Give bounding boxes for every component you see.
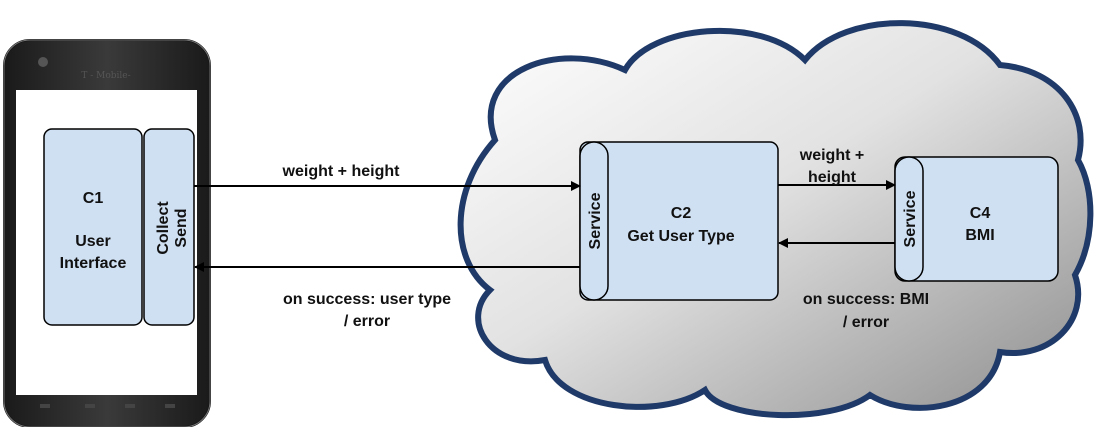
c2-service-tab [579,141,609,301]
home-button-icon [85,404,95,408]
c1-name-line2: Interface [60,255,127,272]
collect-label: Collect [155,201,172,255]
arrow-c2-to-c1-label-line1: on success: user type [283,291,451,308]
c2-name: Get User Type [627,228,734,245]
arrow-c4-to-c2-label-line1: on success: BMI [803,291,929,308]
c2-id: C2 [671,205,692,222]
search-button-icon [165,404,175,408]
arrow-c2-to-c4-label-line2: height [808,169,857,186]
arrow-c2-to-c4-label-line1: weight + [799,147,864,164]
camera-icon [38,57,48,67]
component-c2: Service C2 Get User Type [579,141,779,301]
collect-send-module: Collect Send [143,128,195,326]
menu-button-icon [125,404,135,408]
c2-service-label: Service [587,192,604,249]
arrow-c2-to-c1-label-line2: / error [344,313,390,330]
back-button-icon [40,404,50,408]
c4-service-label: Service [902,190,919,247]
arrow-c1-to-c2-label: weight + height [282,163,401,180]
c1-name-line1: User [75,233,111,250]
c4-service-tab [894,156,924,282]
arrow-c4-to-c2-label-line2: / error [843,314,889,331]
component-c4: Service C4 BMI [894,156,1059,282]
send-label: Send [173,208,190,247]
c1-id: C1 [83,190,104,207]
phone-brand: T - Mobile- [81,71,130,81]
component-c1: C1 User Interface [43,128,143,326]
c4-name: BMI [965,227,994,244]
c4-id: C4 [970,205,991,222]
